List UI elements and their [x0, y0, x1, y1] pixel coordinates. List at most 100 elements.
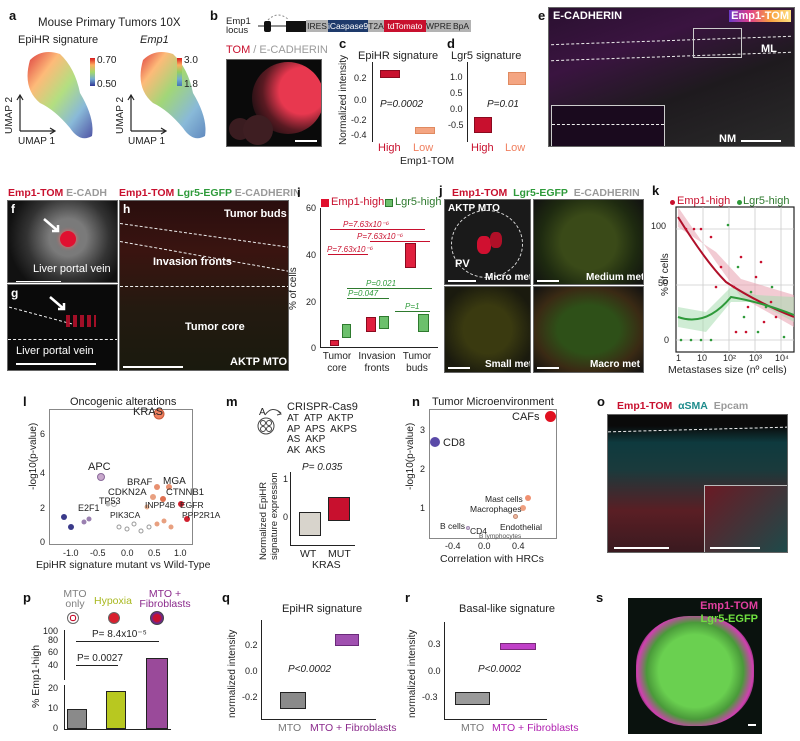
genotype-list: AT ATP AKTP AP APS AKPS AS AKP AK AKS — [287, 413, 357, 456]
locus-diagram — [258, 14, 308, 32]
panel-o-label: o — [597, 394, 605, 409]
hypoxia-organoid-icon — [108, 612, 120, 624]
panel-p-label: p — [23, 590, 31, 605]
umap-axes-right — [127, 93, 168, 135]
epihr-scale-max: 0.70 — [97, 55, 117, 66]
organoid-icon — [257, 417, 275, 435]
panel-g-image: g Liver portal vein — [7, 284, 118, 371]
panel-p-ylabel: % Emp1-high — [30, 644, 42, 708]
bar-fibroblasts — [146, 658, 168, 729]
umap-left-title: EpiHR signature — [18, 34, 99, 46]
panel-c-label: c — [339, 36, 347, 51]
high-box — [474, 117, 492, 133]
panel-m-xlabel: KRAS — [312, 559, 341, 571]
panel-l-ylabel: -log10(p-value) — [28, 422, 39, 490]
emp1-asma-epcam-image — [607, 414, 788, 553]
panel-l-xlabel: EpiHR signature mutant vs Wild-Type — [36, 559, 211, 571]
panel-r-ylabel: normalized intensity — [407, 629, 418, 718]
crispr-title: CRISPR-Cas9 — [287, 401, 358, 413]
zoom-box — [693, 28, 742, 58]
mto-box — [455, 692, 490, 705]
panel-c-pvalue: P=0.0002 — [380, 99, 424, 110]
scale-bar — [748, 724, 756, 726]
panel-i-ylabel: % of cells — [288, 267, 299, 310]
pval-long: P= 8.4x10⁻⁵ — [92, 629, 147, 640]
panel-s-label: s — [596, 590, 604, 605]
panel-q-title: EpiHR signature — [282, 603, 363, 615]
panel-n-title: Tumor Microenvironment — [432, 396, 554, 408]
panel-b-label: b — [210, 8, 218, 23]
panel-k-ylabel: % of cells — [660, 253, 671, 296]
panel-c-xlabel: Emp1-TOM — [400, 155, 455, 167]
umap2-label-right: UMAP 2 — [115, 96, 126, 134]
panel-r-title: Basal-like signature — [459, 603, 555, 615]
panel-e-label: e — [538, 8, 546, 23]
panel-a-title: Mouse Primary Tumors 10X — [38, 17, 181, 29]
panel-k-xlabel: Metastases size (nº cells) — [668, 364, 787, 376]
umap1-label-left: UMAP 1 — [18, 136, 56, 147]
k-scatter-plot — [675, 206, 795, 353]
small-met-image: Small met — [444, 286, 531, 373]
panel-r-pvalue: P<0.0002 — [478, 664, 522, 675]
panel-n-xlabel: Correlation with HRCs — [440, 553, 544, 565]
organoid-tom-ecad-image — [226, 59, 322, 147]
construct-ires: IRES — [306, 20, 328, 32]
panel-m-pvalue: P= 0.035 — [302, 462, 343, 473]
panel-l-title: Oncogenic alterations — [70, 396, 177, 408]
pval-short: P= 0.0027 — [77, 653, 123, 664]
cafs-point — [545, 411, 556, 422]
box-buds-emp1 — [405, 243, 416, 268]
panel-n-label: n — [412, 394, 420, 409]
construct-bpa: BpA — [451, 20, 471, 32]
panel-c-title: EpiHR signature — [358, 50, 439, 62]
panel-i-label: i — [297, 185, 301, 200]
low-box — [415, 127, 435, 134]
zoom-inset — [551, 105, 665, 146]
panel-n-ylabel: -log10(p-value) — [405, 422, 416, 490]
fibroblast-organoid-icon — [150, 611, 164, 625]
umap1-label-right: UMAP 1 — [128, 136, 166, 147]
low-box — [508, 72, 526, 85]
e-cadherin-emp1-image: E-CADHERIN Emp1-TOM ML NM — [548, 7, 795, 147]
panel-h-header: Emp1-TOM Lgr5-EGFP E-CADHERIN — [119, 187, 301, 199]
panel-r-label: r — [405, 590, 411, 605]
cd8-point — [430, 437, 440, 447]
bar-hypoxia — [106, 691, 126, 729]
legend-emp1-swatch — [321, 199, 329, 207]
construct-tdtomato: tdTomato — [384, 20, 426, 32]
macro-met-image: Macro met — [533, 286, 644, 373]
group-hypoxia: Hypoxia — [94, 595, 132, 607]
panel-h-image: h Tumor buds Invasion fronts Tumor core … — [119, 200, 289, 371]
emp1-lgr5-organoid-image: Emp1-TOM Lgr5-EGFP — [628, 598, 762, 734]
arrow-icon — [43, 218, 60, 233]
panel-a-label: a — [9, 8, 17, 23]
arrow-icon — [49, 296, 66, 311]
panel-f-header: Emp1-TOM E-CADH — [8, 187, 107, 199]
panel-m-label: m — [226, 394, 238, 409]
emp1-scale-max: 3.0 — [184, 55, 198, 66]
wt-box — [299, 512, 321, 536]
umap2-label-left: UMAP 2 — [4, 96, 15, 134]
emp1-colorbar — [177, 58, 182, 86]
panel-c-ylabel: Normalized intensity — [338, 54, 349, 145]
box-buds-lgr5 — [418, 314, 429, 332]
panel-q-ylabel: normalized intensity — [227, 629, 238, 718]
mut-box — [328, 497, 350, 521]
panel-b-image-title: TOM / E-CADHERIN — [226, 44, 328, 56]
mto-organoid-icon — [67, 612, 79, 624]
panel-q-label: q — [222, 590, 230, 605]
medium-met-image: Medium met — [533, 199, 644, 285]
box-core-emp1 — [330, 340, 339, 346]
construct-wpre: WPRE — [426, 20, 452, 32]
panel-d-label: d — [447, 36, 455, 51]
panel-d-pvalue: P=0.01 — [487, 99, 519, 110]
emp1-scale-min: 1.8 — [184, 79, 198, 90]
bar-mto-only — [67, 709, 87, 729]
tom-cell — [60, 231, 76, 247]
panel-l-label: l — [23, 394, 27, 409]
epihr-colorbar — [90, 58, 95, 86]
panel-f-image: f Liver portal vein — [7, 200, 118, 283]
legend-lgr5-swatch — [385, 199, 393, 207]
